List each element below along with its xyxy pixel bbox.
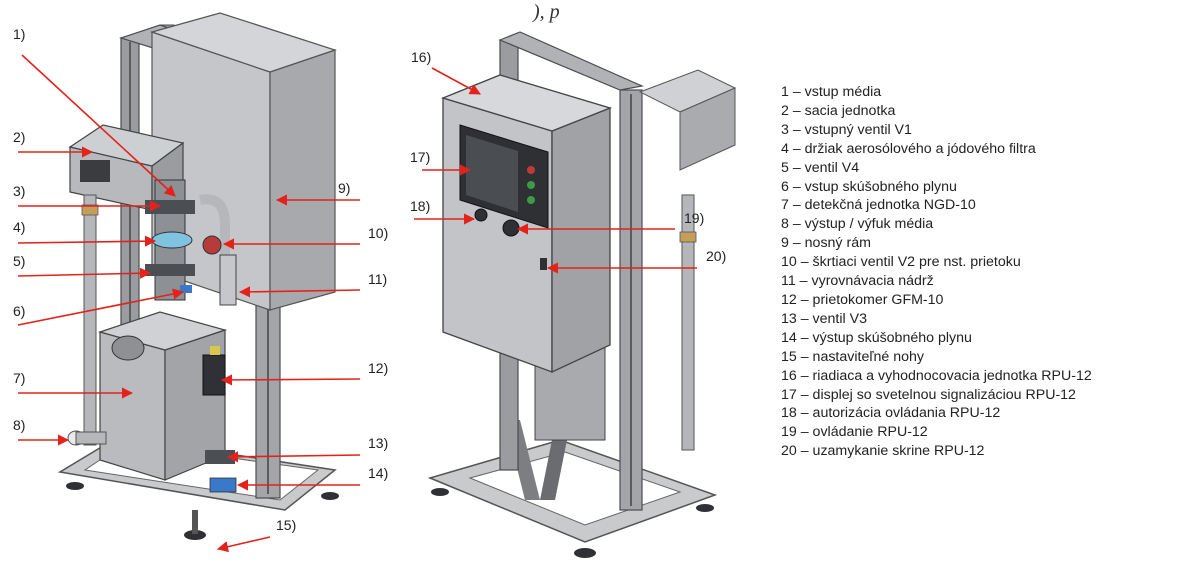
rear-box-front (679, 87, 736, 171)
pipe-fitting (81, 204, 99, 216)
callout-18: 18) (410, 198, 430, 214)
throttle-valve-v2 (202, 235, 222, 255)
callout-2: 2) (13, 129, 25, 145)
callout-16: 16) (411, 49, 431, 65)
right-pipe (681, 194, 695, 451)
callout-1: 1) (13, 26, 25, 42)
flowmeter-indicator (210, 346, 220, 355)
arrow-11 (238, 286, 361, 298)
filter-holder (151, 231, 193, 249)
control-cabinet-side (551, 107, 611, 374)
control-cabinet-top (441, 74, 612, 132)
legend-item: 16 – riadiaca a vyhodnocovacia jednotka … (781, 367, 1092, 384)
outlet-pipe (75, 431, 107, 445)
cabinet-lock (540, 258, 547, 270)
callout-7: 7) (13, 370, 25, 386)
callout-6: 6) (13, 303, 25, 319)
legend-item: 19 – ovládanie RPU-12 (781, 424, 928, 441)
parts-legend: 1 – vstup média 2 – sacia jednotka 3 – v… (781, 83, 1092, 461)
legend-item: 11 – vyrovnávacia nádrž (781, 273, 934, 290)
legend-item: 14 – výstup skúšobného plynu (781, 329, 972, 346)
arrow-5 (17, 267, 152, 279)
callout-arrows-right (414, 67, 697, 274)
legend-item: 18 – autorizácia ovládania RPU-12 (781, 405, 1001, 422)
callout-19: 19) (684, 210, 704, 226)
callout-15: 15) (276, 517, 296, 533)
callout-13: 13) (368, 435, 388, 451)
legend-item: 6 – vstup skúšobného plynu (781, 178, 957, 195)
foot (66, 482, 84, 490)
signal-light-red (527, 166, 535, 174)
display-screen (466, 135, 518, 212)
arrow-12 (220, 374, 361, 386)
legend-item: 9 – nosný rám (781, 235, 871, 252)
rear-cabinet-side (269, 49, 336, 311)
callout-14: 14) (368, 465, 388, 481)
legend-item: 2 – sacia jednotka (781, 102, 896, 119)
gas-inlet (180, 285, 192, 293)
pipe-loop (199, 194, 230, 295)
legend-item: 13 – ventil V3 (781, 310, 867, 327)
buffer-tank (219, 254, 237, 306)
arrow-15 (216, 536, 271, 553)
callout-arrows-left (17, 54, 361, 553)
callout-10: 10) (368, 225, 388, 241)
callout-5: 5) (13, 253, 25, 269)
legend-item: 8 – výstup / výfuk média (781, 216, 934, 233)
foot-stem (192, 510, 198, 534)
flowmeter (202, 354, 226, 396)
valve-v4 (145, 264, 195, 276)
callout-17: 17) (410, 149, 430, 165)
legend-item: 7 – detekčná jednotka NGD-10 (781, 197, 976, 214)
foot (574, 548, 596, 558)
foot (321, 492, 339, 500)
callout-3: 3) (13, 183, 25, 199)
arrow-6 (17, 288, 185, 326)
callout-4: 4) (13, 219, 25, 235)
top-fragment-text: ), p (532, 1, 560, 23)
left-pipe (83, 194, 97, 446)
callout-12: 12) (368, 360, 388, 376)
machine-rear-view (427, 31, 737, 558)
frame-top-bar (498, 31, 645, 91)
arrow-13 (226, 451, 361, 463)
machine-front-view (57, 12, 339, 540)
detection-unit-cap (111, 335, 145, 361)
callout-labels: 1) 2) 3) 4) 5) 6) 7) 8) 9) 10) 11) 12) 1… (13, 26, 726, 533)
foot (184, 530, 206, 540)
legend-item: 17 – displej so svetelnou signalizáciou … (781, 386, 1076, 403)
callout-20: 20) (706, 248, 726, 264)
legend-item: 4 – držiak aerosólového a jódového filtr… (781, 140, 1036, 157)
legend-item: 20 – uzamykanie skrine RPU-12 (781, 443, 985, 460)
legend-item: 3 – vstupný ventil V1 (781, 121, 912, 138)
signal-light-green (527, 196, 535, 204)
authorization-key-switch (474, 208, 488, 222)
pipe-fitting (679, 231, 697, 243)
legend-item: 1 – vstup média (781, 84, 882, 100)
legend-item: 12 – prietokomer GFM-10 (781, 291, 944, 308)
arrow-4 (17, 235, 157, 247)
signal-light-green (527, 181, 535, 189)
legend-item: 10 – škrtiaci ventil V2 pre nst. prietok… (781, 254, 1021, 271)
support-leg (540, 425, 570, 500)
test-gas-outlet (209, 477, 237, 493)
valve-v1 (145, 200, 195, 214)
callout-9: 9) (338, 180, 350, 196)
legend-item: 15 – nastaviteľné nohy (781, 348, 924, 365)
foot (696, 504, 714, 512)
rear-cabinet-top (149, 12, 337, 73)
legend-item: 5 – ventil V4 (781, 159, 860, 176)
control-knob (502, 219, 520, 237)
arrow-16 (431, 67, 481, 95)
callout-8: 8) (13, 417, 25, 433)
foot (431, 488, 449, 496)
suction-unit-grille (80, 160, 110, 182)
arrow-1 (21, 54, 176, 197)
callout-11: 11) (368, 271, 387, 287)
